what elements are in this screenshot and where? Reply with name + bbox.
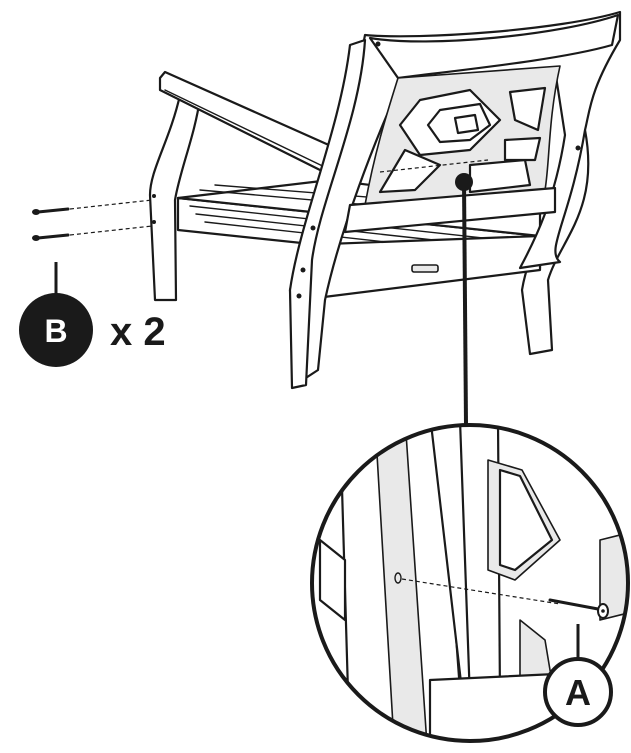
back-lower-rail xyxy=(343,186,557,234)
badge-a xyxy=(543,657,613,727)
screw-path-a xyxy=(401,578,561,605)
bolt-icon xyxy=(548,598,609,619)
lattice-pattern xyxy=(378,86,547,194)
chair-illustration xyxy=(148,10,622,390)
screw-icon xyxy=(32,225,153,241)
screw-icon xyxy=(32,199,153,215)
leg-holes xyxy=(152,41,581,299)
rear-left-leg xyxy=(288,38,367,390)
part-b-screws xyxy=(32,199,153,241)
part-b-quantity: x 2 xyxy=(110,310,166,354)
part-a-letter: A xyxy=(565,672,591,713)
part-b-letter: B xyxy=(44,313,67,349)
pilot-hole xyxy=(394,572,402,584)
callout-b: B x 2 xyxy=(19,262,166,367)
callout-a: A xyxy=(543,624,613,727)
label-plate xyxy=(411,264,439,273)
detail-leader xyxy=(455,173,473,426)
badge-b xyxy=(19,293,93,367)
front-left-leg xyxy=(148,93,202,302)
back-top-rail xyxy=(368,13,620,80)
